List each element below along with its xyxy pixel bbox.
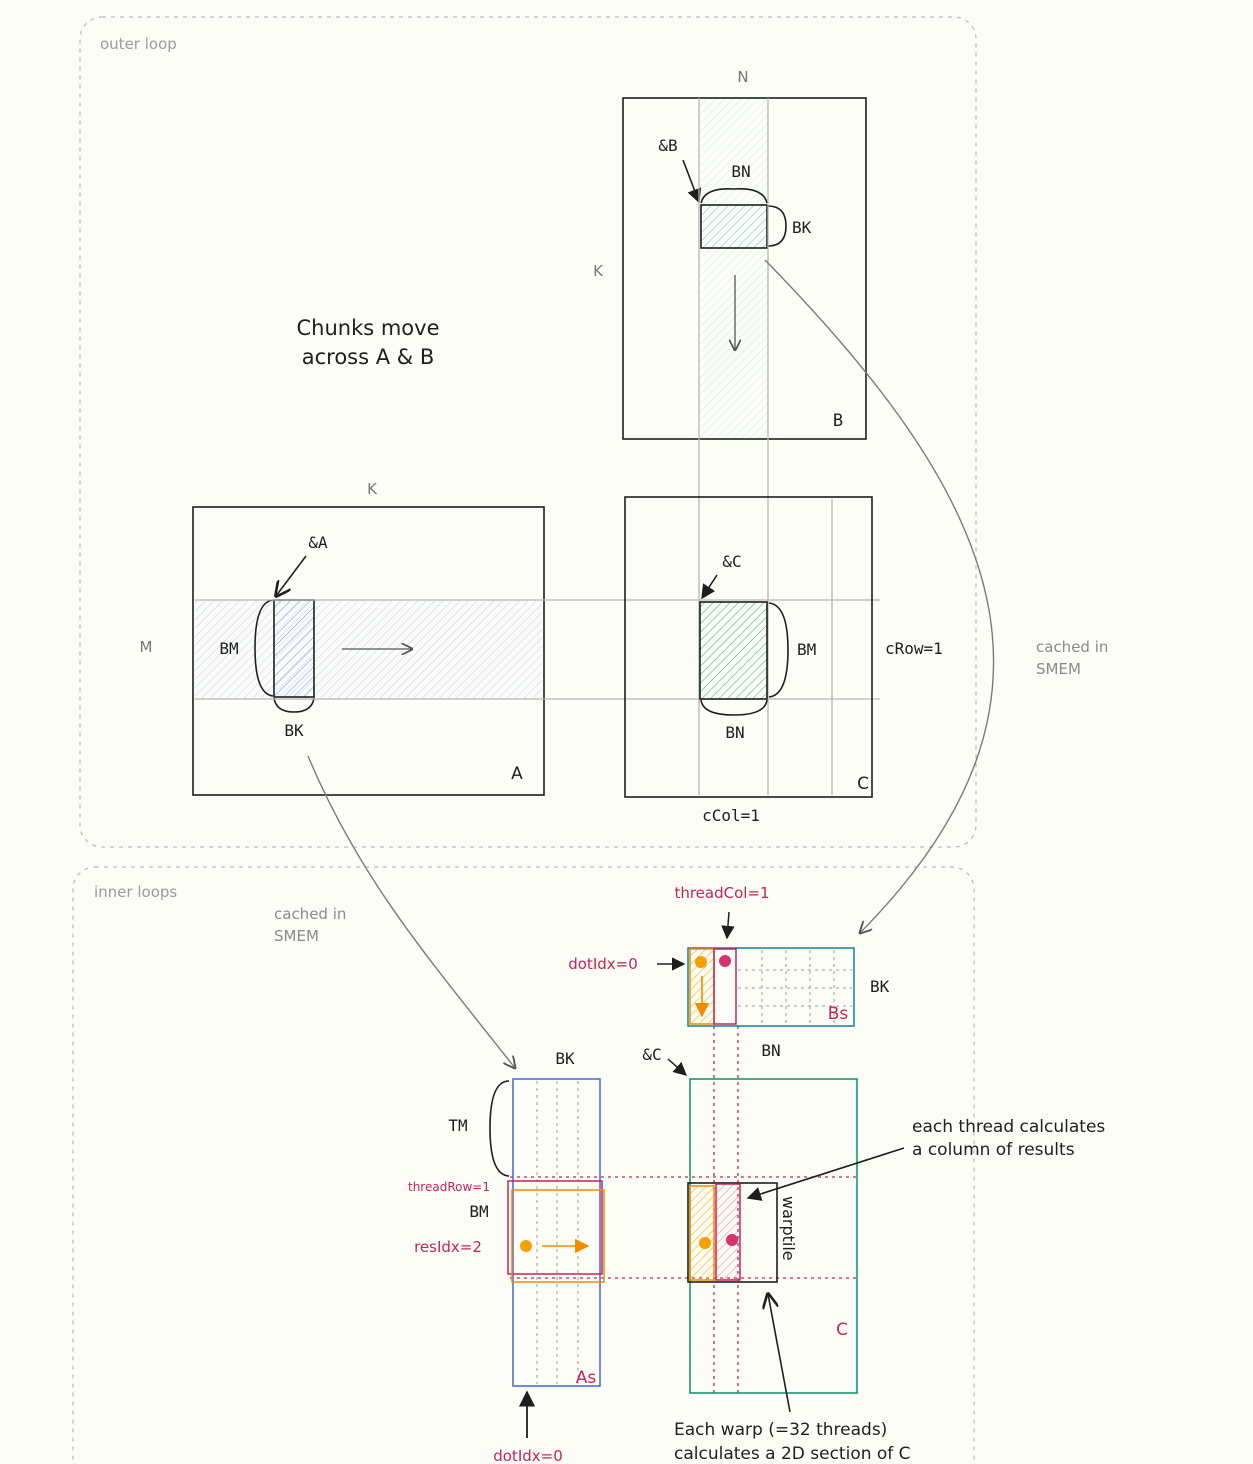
c-inner-name: C: [836, 1320, 848, 1340]
matrix-c-pointer-label: &C: [722, 552, 741, 571]
as-bm-label: BM: [469, 1202, 488, 1221]
c-inner-box: [689, 1078, 858, 1394]
matrix-c-pointer-arrow: [701, 574, 718, 600]
bs-name: Bs: [828, 1004, 849, 1024]
outer-loop-frame: [79, 16, 977, 848]
matrix-a-side-dim: M: [140, 638, 153, 656]
cache-arrow-b: [764, 259, 995, 933]
as-box: [512, 1078, 601, 1387]
warptile-orange-dot: [699, 1237, 711, 1249]
as-orange-row: [511, 1189, 605, 1283]
bs-bk-label: BK: [870, 977, 890, 996]
matrix-c-row-label: cRow=1: [885, 639, 943, 658]
matrix-b-bn-label: BN: [731, 162, 750, 181]
warptile-thread-column: [715, 1183, 741, 1281]
matrix-a-bk-label: BK: [284, 721, 304, 740]
warptile-orange-column: [689, 1185, 715, 1281]
matrix-c-outer: &C BM BN cRow=1 cCol=1 C: [624, 496, 943, 825]
as-dot-idx-label: dotIdx=0: [493, 1447, 563, 1464]
bs-crimson-dot: [719, 955, 731, 967]
matrix-b-bn-brace: [700, 187, 768, 204]
bs-dot-idx-label: dotIdx=0: [568, 955, 638, 973]
matrix-c-bm-label: BM: [797, 640, 816, 659]
as-bk-label: BK: [555, 1049, 575, 1068]
cache-a-line2: SMEM: [274, 927, 319, 945]
matrix-b-pointer-label: &B: [658, 136, 677, 155]
c-inner-pointer-label: &C: [642, 1045, 661, 1064]
matrix-a-bm-label: BM: [219, 639, 238, 658]
warptile-label: warptile: [779, 1196, 798, 1261]
c-inner-pointer-arrow: [667, 1058, 688, 1076]
as-orange-dot: [520, 1240, 532, 1252]
warp-note-arrow: [768, 1294, 791, 1413]
matrix-a-pointer-arrow: [276, 555, 307, 596]
cache-arrow-a: [307, 755, 515, 1068]
bs-bn-label: BN: [761, 1041, 780, 1060]
matrix-c-col-label: cCol=1: [702, 806, 760, 825]
as-name: As: [576, 1368, 597, 1388]
matrix-c-box: [624, 496, 873, 798]
bs-thread-column: [713, 948, 737, 1025]
thread-note-arrow: [746, 1147, 905, 1201]
as-tm-brace: [489, 1080, 510, 1177]
matrix-b: N K &B BN BK B: [593, 68, 867, 440]
matrix-b-bk-label: BK: [792, 218, 812, 237]
matrix-b-top-dim: N: [737, 68, 748, 86]
matrix-c-tile: [699, 601, 768, 700]
matrix-c-bn-label: BN: [725, 723, 744, 742]
matrix-b-bk-brace: [767, 205, 787, 247]
matrix-b-side-dim: K: [593, 262, 604, 280]
matrix-a-tile: [273, 599, 315, 698]
warptile-box: [687, 1182, 778, 1283]
cache-a-line1: cached in: [274, 905, 346, 923]
matrix-a: K M &A BM BK A: [140, 480, 545, 796]
as-tm-label: TM: [448, 1116, 467, 1135]
warp-note-line2: calculates a 2D section of C: [674, 1444, 911, 1464]
matrix-b-tile: [700, 204, 768, 249]
chunks-caption-line2: across A & B: [302, 345, 435, 369]
bs-thread-col-label: threadCol=1: [674, 884, 769, 902]
c-tile-inner: &C warptile C: [642, 1045, 858, 1394]
bs-box: [687, 947, 855, 1027]
warptile-crimson-dot: [726, 1234, 738, 1246]
matrix-b-name: B: [833, 411, 843, 431]
matrix-a-pointer-label: &A: [308, 533, 328, 552]
matrix-a-name: A: [511, 764, 523, 784]
inner-loops-label: inner loops: [94, 883, 177, 901]
matrix-c-name: C: [857, 774, 869, 794]
matrix-a-bk-brace: [273, 697, 315, 713]
matrix-a-box: [192, 506, 545, 796]
outer-loop-label: outer loop: [100, 35, 177, 53]
bs-thread-col-arrow: [721, 911, 735, 940]
as-thread-row: [507, 1180, 603, 1275]
matrix-c-bn-brace: [700, 699, 768, 716]
matrix-b-pointer-arrow: [682, 159, 702, 204]
inner-loops-frame: [72, 866, 975, 1464]
matrix-a-bm-brace: [254, 599, 274, 697]
matrix-b-column-strip: [700, 98, 768, 438]
bs-orange-dot: [695, 956, 707, 968]
warp-note-line1: Each warp (=32 threads): [674, 1420, 887, 1440]
cache-b-line2: SMEM: [1036, 660, 1081, 678]
bs-tile: Bs BK threadCol=1 dotIdx=0 BN: [568, 884, 889, 1060]
matrix-b-box: [622, 97, 867, 440]
matrix-c-bm-brace: [768, 602, 789, 698]
matrix-a-top-dim: K: [367, 480, 378, 498]
as-thread-row-label: threadRow=1: [408, 1180, 490, 1194]
cache-b-line1: cached in: [1036, 638, 1108, 656]
thread-note-line1: each thread calculates: [912, 1117, 1105, 1137]
chunks-caption-line1: Chunks move: [296, 316, 439, 340]
thread-note-line2: a column of results: [912, 1140, 1075, 1160]
as-res-idx-label: resIdx=2: [414, 1238, 482, 1256]
as-tile: As BK TM threadRow=1 BM resIdx=2 dotIdx=…: [408, 1049, 605, 1464]
